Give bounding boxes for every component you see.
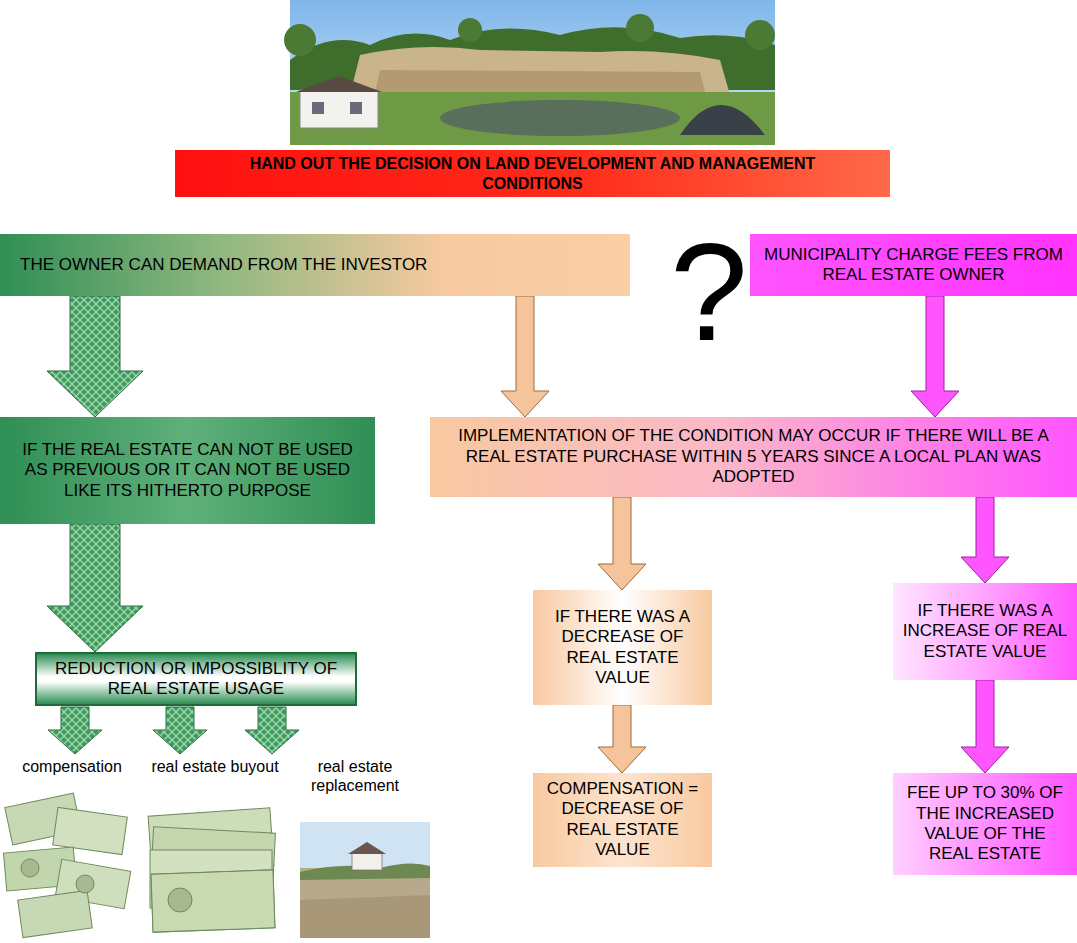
- process-box: COMPENSATION = DECREASE OF REAL ESTATE V…: [533, 773, 712, 867]
- process-box: IF THERE WAS A INCREASE OF REAL ESTATE V…: [893, 583, 1077, 680]
- node-text: HAND OUT THE DECISION ON LAND DEVELOPMEN…: [235, 154, 830, 192]
- node-text: FEE UP TO 30% OF THE INCREASED VALUE OF …: [901, 783, 1069, 865]
- flow-arrow: [961, 680, 1009, 773]
- node-text: IF THE REAL ESTATE CAN NOT BE USED AS PR…: [10, 440, 365, 501]
- landscape-photo: [284, 0, 775, 145]
- process-box: THE OWNER CAN DEMAND FROM THE INVESTOR: [0, 234, 630, 296]
- flow-arrow: [47, 524, 143, 652]
- process-box: IF THE REAL ESTATE CAN NOT BE USED AS PR…: [0, 417, 375, 524]
- process-box: REDUCTION OR IMPOSSIBLITY OF REAL ESTATE…: [35, 652, 357, 706]
- node-text: IMPLEMENTATION OF THE CONDITION MAY OCCU…: [442, 426, 1065, 487]
- field-photo: [300, 822, 430, 938]
- banknotes-scattered: [3, 793, 130, 938]
- process-box: IMPLEMENTATION OF THE CONDITION MAY OCCU…: [430, 417, 1077, 497]
- option-label: real estate buyout: [140, 757, 290, 776]
- question-mark: ?: [668, 222, 750, 362]
- node-text: IF THERE WAS A DECREASE OF REAL ESTATE V…: [541, 607, 704, 689]
- flow-arrow: [911, 296, 959, 417]
- option-arrows: [48, 707, 299, 754]
- node-text: COMPENSATION = DECREASE OF REAL ESTATE V…: [541, 779, 704, 861]
- node-text: THE OWNER CAN DEMAND FROM THE INVESTOR: [20, 255, 427, 275]
- node-text: IF THERE WAS A INCREASE OF REAL ESTATE V…: [901, 601, 1069, 662]
- flow-arrow: [47, 296, 143, 417]
- banknote-stack: [148, 808, 275, 932]
- flow-arrow: [501, 296, 549, 417]
- process-box: MUNICIPALITY CHARGE FEES FROM REAL ESTAT…: [750, 234, 1077, 296]
- option-label: compensation: [2, 757, 142, 776]
- option-label: real estate replacement: [300, 757, 410, 795]
- process-box: FEE UP TO 30% OF THE INCREASED VALUE OF …: [893, 773, 1077, 875]
- flow-arrow: [598, 705, 646, 773]
- process-box: IF THERE WAS A DECREASE OF REAL ESTATE V…: [533, 590, 712, 705]
- node-text: REDUCTION OR IMPOSSIBLITY OF REAL ESTATE…: [45, 659, 347, 700]
- node-text: MUNICIPALITY CHARGE FEES FROM REAL ESTAT…: [760, 245, 1067, 286]
- flow-arrow: [961, 497, 1009, 583]
- flow-arrow: [598, 497, 646, 590]
- process-box: HAND OUT THE DECISION ON LAND DEVELOPMEN…: [175, 150, 890, 197]
